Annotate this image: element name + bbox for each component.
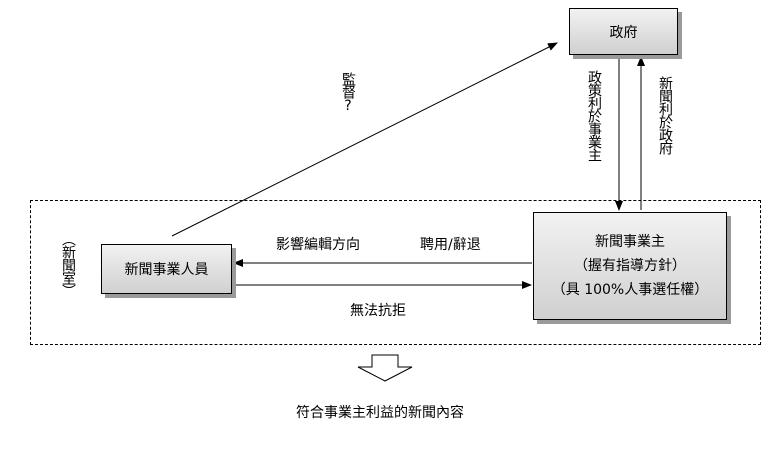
staff-box: 新聞事業人員	[101, 244, 232, 294]
newsroom-label: （新聞室）	[60, 232, 76, 297]
government-label: 政府	[609, 24, 638, 41]
policy-down-label: 政策利於事業主	[586, 70, 602, 161]
cannot-resist-label: 無法抗拒	[350, 303, 406, 319]
staff-label: 新聞事業人員	[124, 262, 209, 278]
newsroom-boundary	[30, 200, 761, 345]
result-label: 符合事業主利益的新聞內容	[296, 405, 464, 421]
owner-box: 新聞事業主 （握有指導方針） （具 100%人事選任權）	[533, 212, 727, 320]
owner-title: 新聞事業主	[595, 234, 665, 250]
government-box: 政府	[569, 8, 678, 55]
supervise-label: 監督?	[340, 72, 356, 113]
news-up-label: 新聞利於政府	[657, 76, 673, 154]
influence-label: 影響編輯方向	[276, 237, 360, 253]
supervise-arrow	[171, 42, 558, 237]
hire-fire-label: 聘用/辭退	[420, 237, 481, 253]
owner-personnel-power: （具 100%人事選任權）	[551, 282, 709, 298]
owner-guideline: （握有指導方針）	[574, 258, 686, 274]
down-block-arrow-icon	[357, 354, 413, 382]
